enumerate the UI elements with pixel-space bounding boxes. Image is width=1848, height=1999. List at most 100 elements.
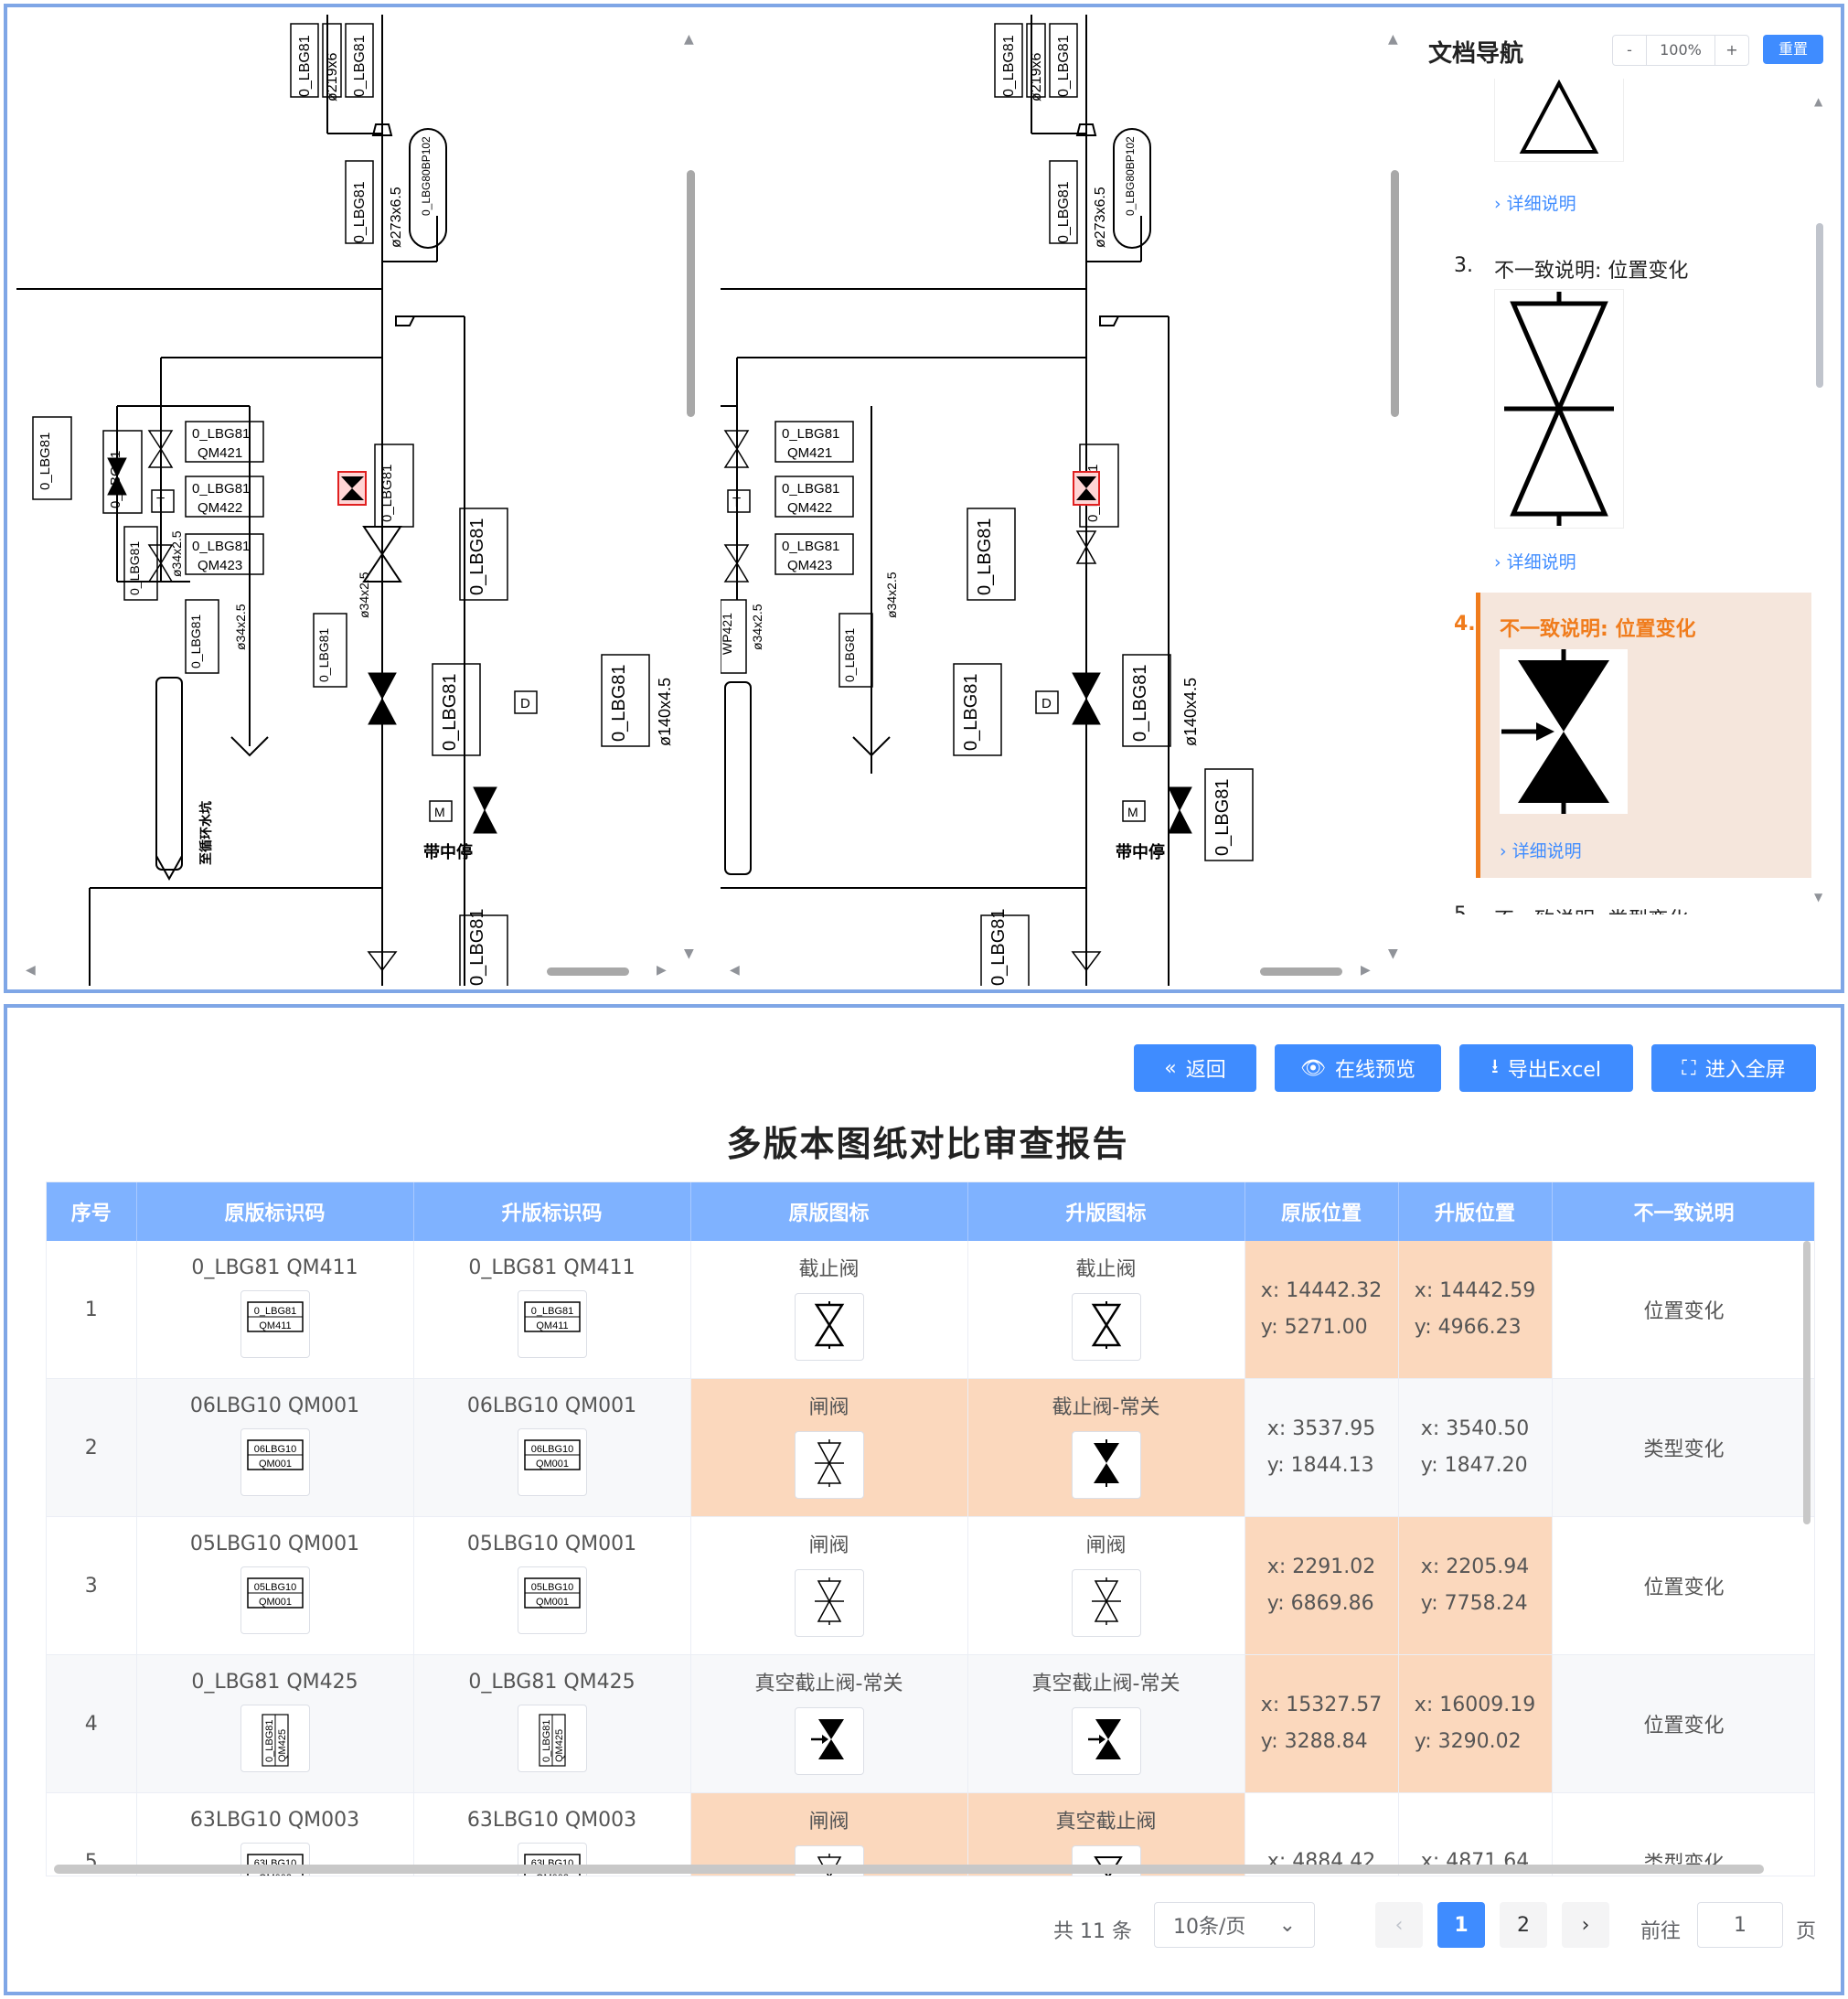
tag-wp012-new: 0_LBG81 bbox=[1001, 35, 1017, 97]
table-vertical-scrollbar[interactable] bbox=[1803, 1241, 1811, 1524]
valve-icon[interactable] bbox=[1071, 1707, 1141, 1775]
nav-card-4-image[interactable] bbox=[1500, 649, 1628, 814]
m-actuator-box-new: M bbox=[1127, 805, 1138, 819]
zoom-out-button[interactable]: - bbox=[1613, 36, 1647, 65]
valve-icon[interactable] bbox=[794, 1707, 864, 1775]
orig-x: x: 14442.32 bbox=[1260, 1279, 1383, 1302]
nav-card-5-title[interactable]: 不一致说明: 类型变化 bbox=[1494, 903, 1688, 914]
original-drawing-viewer[interactable]: 0_LBG81 ø219x6 0_LBG81 0_LBG81 ø273x6.5 … bbox=[16, 15, 702, 986]
nav-card-5-index: 5. bbox=[1454, 903, 1473, 914]
report-panel: «返回 👁在线预览 ⭳导出Excel ⛶进入全屏 多版本图纸对比审查报告 序号 … bbox=[4, 1004, 1844, 1995]
reset-button[interactable]: 重置 bbox=[1763, 35, 1823, 64]
zoom-control: - 100% + bbox=[1612, 35, 1749, 66]
nav-card-4-title[interactable]: 不一致说明: 位置变化 bbox=[1500, 618, 1696, 641]
page-size-select[interactable]: 10条/页⌄ bbox=[1154, 1902, 1315, 1948]
left-horizontal-scrollbar[interactable]: ◀ ▶ bbox=[26, 963, 667, 978]
cell-no: 2 bbox=[47, 1378, 137, 1517]
col-header-orig-icon[interactable]: 原版图标 bbox=[690, 1182, 968, 1241]
back-button[interactable]: «返回 bbox=[1134, 1044, 1256, 1092]
col-header-orig-pos[interactable]: 原版位置 bbox=[1244, 1182, 1399, 1241]
drawing-compare-panel: 0_LBG81 ø219x6 0_LBG81 0_LBG81 ø273x6.5 … bbox=[4, 4, 1844, 993]
pipe-label-34-new-a: ø34x2.5 bbox=[750, 604, 764, 650]
right-vertical-scrollbar[interactable]: ▲ ▼ bbox=[1388, 32, 1399, 961]
t-box-new: T bbox=[732, 495, 741, 510]
chevron-right-icon: › bbox=[1581, 1913, 1590, 1937]
valve-icon[interactable] bbox=[794, 1431, 864, 1499]
tag-qm423-bottom: QM423 bbox=[198, 558, 242, 573]
nav-title: 文档导航 bbox=[1428, 40, 1524, 68]
export-excel-button[interactable]: ⭳导出Excel bbox=[1459, 1044, 1633, 1092]
valve-icon[interactable] bbox=[1071, 1293, 1141, 1361]
tag-line-2: QM001 bbox=[535, 1597, 568, 1608]
nav-scrollbar[interactable]: ▲ ▼ bbox=[1814, 95, 1823, 903]
pic-label: 0_LBG80BP102 bbox=[420, 136, 433, 216]
valve-icon[interactable] bbox=[794, 1569, 864, 1637]
left-vertical-scrollbar[interactable]: ▲ ▼ bbox=[684, 32, 695, 961]
tag-line-2: QM003 bbox=[535, 1873, 568, 1877]
original-drawing-canvas: 0_LBG81 ø219x6 0_LBG81 0_LBG81 ø273x6.5 … bbox=[16, 15, 674, 986]
qm424-valve-icon bbox=[107, 457, 127, 496]
comparison-table: 序号 原版标识码 升版标识码 原版图标 升版图标 原版位置 升版位置 不一致说明… bbox=[46, 1181, 1815, 1876]
page-1-button[interactable]: 1 bbox=[1437, 1902, 1485, 1948]
nav-card-2-image[interactable] bbox=[1494, 79, 1624, 162]
nav-card-3-title[interactable]: 不一致说明: 位置变化 bbox=[1494, 260, 1689, 283]
upgraded-drawing-viewer[interactable]: 0_LBG81 ø219x6 0_LBG81 0_LBG81 ø273x6.5 … bbox=[721, 15, 1406, 986]
zoom-in-button[interactable]: + bbox=[1725, 41, 1738, 59]
nav-card-3-image[interactable] bbox=[1494, 289, 1624, 529]
band-stop-label-new: 带中停 bbox=[1116, 842, 1165, 861]
nav-card-3-detail-link[interactable]: › 详细说明 bbox=[1494, 552, 1576, 572]
preview-button[interactable]: 👁在线预览 bbox=[1275, 1044, 1441, 1092]
page-2-button[interactable]: 2 bbox=[1500, 1902, 1547, 1948]
right-horizontal-scrollbar[interactable]: ◀ ▶ bbox=[730, 963, 1371, 978]
tag-line-2: QM425 bbox=[277, 1728, 288, 1761]
valve-icon[interactable] bbox=[1071, 1569, 1141, 1637]
to-circulation-label: 至循环水坑 bbox=[198, 801, 213, 865]
prev-page-button[interactable]: ‹ bbox=[1375, 1902, 1423, 1948]
table-horizontal-scrollbar[interactable] bbox=[54, 1865, 1764, 1874]
goto-label: 前往 bbox=[1640, 1920, 1682, 1943]
orig-x: x: 2291.02 bbox=[1266, 1555, 1376, 1578]
nav-card-2-detail-link[interactable]: › 详细说明 bbox=[1494, 194, 1576, 214]
pipe-label-34c: ø34x2.5 bbox=[357, 572, 371, 618]
goto-page-input[interactable]: 1 bbox=[1697, 1902, 1783, 1948]
nav-card-4-detail-link[interactable]: › 详细说明 bbox=[1500, 841, 1582, 861]
pic-label-new: 0_LBG80BP102 bbox=[1124, 136, 1137, 216]
valve-icon[interactable] bbox=[794, 1293, 864, 1361]
col-header-new-pos[interactable]: 升版位置 bbox=[1398, 1182, 1553, 1241]
col-header-note[interactable]: 不一致说明 bbox=[1552, 1182, 1814, 1241]
next-page-button[interactable]: › bbox=[1562, 1902, 1609, 1948]
tag-wp011-new: 0_LBG81 bbox=[1056, 35, 1072, 97]
cell-orig-icon: 闸阀 bbox=[690, 1516, 968, 1655]
download-icon: ⭳ bbox=[1491, 1055, 1499, 1078]
report-title: 多版本图纸对比审查报告 bbox=[726, 1124, 1129, 1164]
small-gate-valve-icon bbox=[147, 430, 174, 468]
tag-line-1: 0_LBG81 bbox=[541, 1719, 552, 1761]
col-header-new-code[interactable]: 升版标识码 bbox=[413, 1182, 691, 1241]
col-header-no[interactable]: 序号 bbox=[47, 1182, 137, 1241]
valve-icon[interactable] bbox=[1071, 1431, 1141, 1499]
total-count: 共 11 条 bbox=[1053, 1920, 1132, 1943]
orig-code-text: 05LBG10 QM001 bbox=[189, 1532, 360, 1555]
col-header-new-icon[interactable]: 升版图标 bbox=[967, 1182, 1245, 1241]
tag-wp423: 0_LBG81 bbox=[316, 628, 331, 682]
col-header-orig-code[interactable]: 原版标识码 bbox=[136, 1182, 414, 1241]
double-chevron-left-icon: « bbox=[1164, 1056, 1177, 1080]
tag-line-2: QM411 bbox=[259, 1320, 291, 1331]
fullscreen-button[interactable]: ⛶进入全屏 bbox=[1651, 1044, 1816, 1092]
tag-wp422: 0_LBG81 bbox=[127, 541, 142, 595]
